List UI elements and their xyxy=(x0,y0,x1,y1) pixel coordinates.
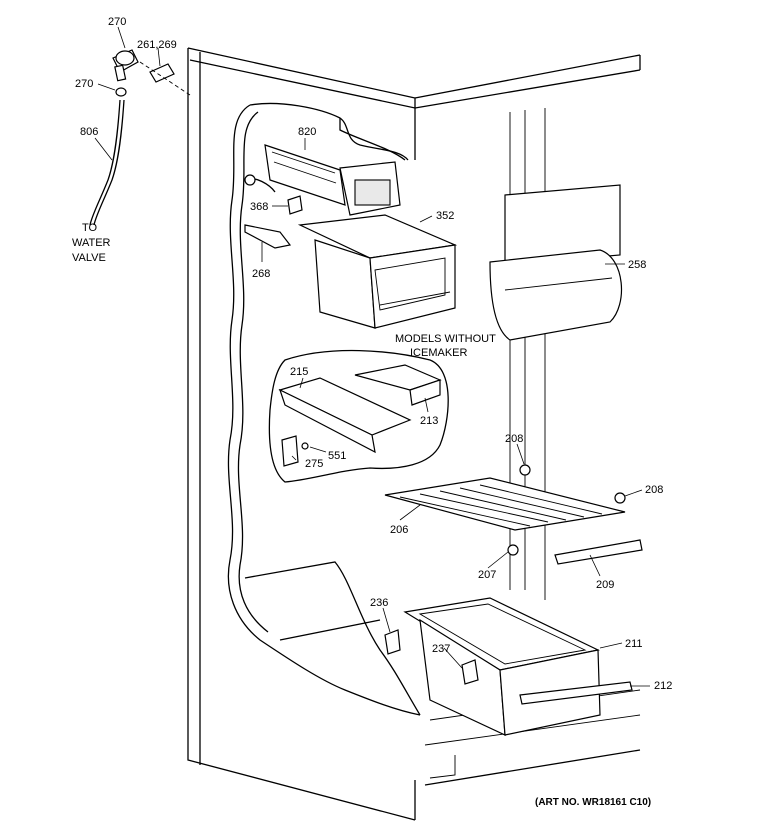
label-208-left: 208 xyxy=(505,433,523,445)
part-labels: 270 261,269 270 806 TO WATER VALVE 820 3… xyxy=(72,16,672,808)
cover-plate xyxy=(489,184,623,341)
label-368: 368 xyxy=(250,201,268,213)
label-258: 258 xyxy=(628,259,646,271)
label-207: 207 xyxy=(478,569,496,581)
label-268: 268 xyxy=(252,268,270,280)
label-212: 212 xyxy=(654,680,672,692)
label-models-line2: ICEMAKER xyxy=(410,347,468,359)
label-237: 237 xyxy=(432,643,450,655)
label-806: 806 xyxy=(80,126,98,138)
label-209: 209 xyxy=(596,579,614,591)
label-water-valve: VALVE xyxy=(72,252,106,264)
leader-lines xyxy=(94,26,650,687)
label-206: 206 xyxy=(390,524,408,536)
liner-outline xyxy=(227,102,421,716)
art-number: (ART NO. WR18161 C10) xyxy=(535,797,651,808)
cabinet-frame xyxy=(187,47,641,821)
ice-bucket xyxy=(297,214,458,329)
label-211: 211 xyxy=(625,638,643,650)
label-215: 215 xyxy=(290,366,308,378)
label-water-to: TO xyxy=(82,222,98,234)
label-261-269: 261,269 xyxy=(137,39,177,51)
label-water-water: WATER xyxy=(72,237,111,249)
label-275: 275 xyxy=(305,458,323,470)
label-270-lower: 270 xyxy=(75,78,93,90)
wire-shelf xyxy=(384,464,643,565)
label-551: 551 xyxy=(328,450,346,462)
label-270-top: 270 xyxy=(108,16,126,28)
label-models-line1: MODELS WITHOUT xyxy=(395,333,496,345)
icemaker-assembly xyxy=(244,144,401,249)
label-236: 236 xyxy=(370,597,388,609)
label-352: 352 xyxy=(436,210,454,222)
crisper-drawer xyxy=(384,597,633,736)
label-820: 820 xyxy=(298,126,316,138)
label-213: 213 xyxy=(420,415,438,427)
label-208-right: 208 xyxy=(645,484,663,496)
no-icemaker-group xyxy=(268,349,449,483)
water-fittings xyxy=(89,49,191,226)
